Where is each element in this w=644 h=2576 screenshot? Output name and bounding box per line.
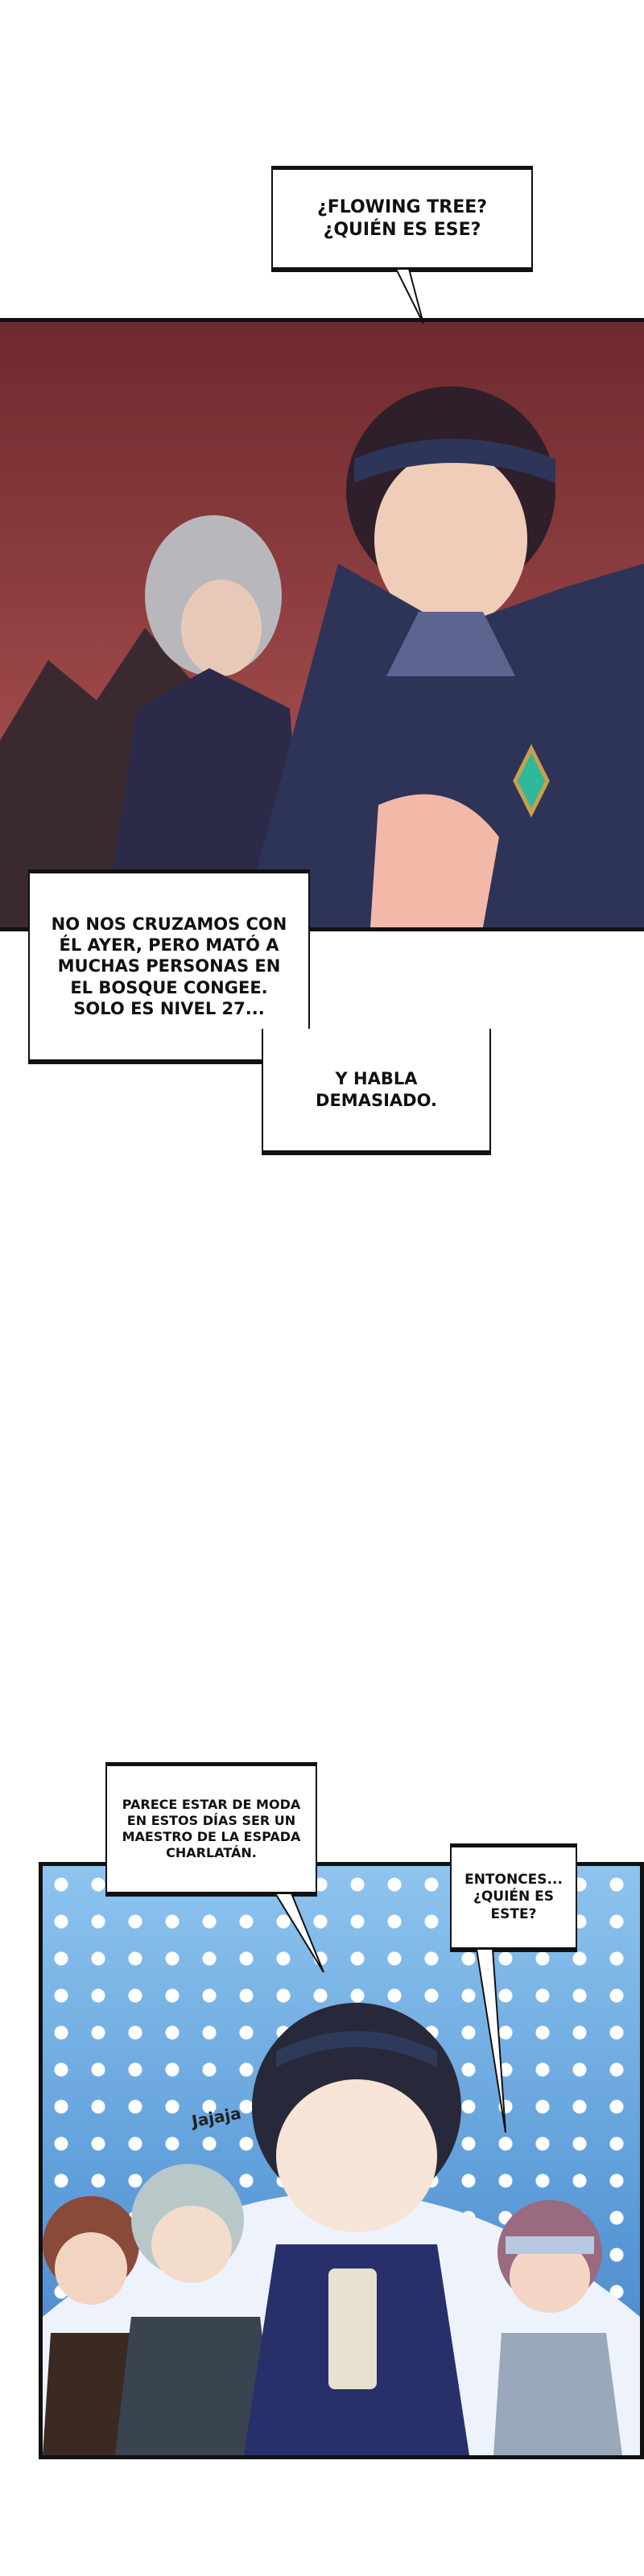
- speech-text: PARECE ESTAR DE MODA EN ESTOS DÍAS SER U…: [122, 1797, 301, 1860]
- speech-bubble-flowing-tree: ¿FLOWING TREE? ¿QUIÉN ES ESE?: [271, 166, 533, 272]
- green-gem-brooch: [513, 744, 550, 818]
- speech-bubble-charlatan: PARECE ESTAR DE MODA EN ESTOS DÍAS SER U…: [105, 1762, 317, 1897]
- chibi-headband-soldier: [493, 2200, 622, 2455]
- speech-tail: [475, 1949, 506, 2133]
- speech-text: ENTONCES... ¿QUIÉN ES ESTE?: [464, 1872, 563, 1922]
- speech-text: Y HABLA DEMASIADO.: [316, 1069, 437, 1110]
- collar: [386, 612, 515, 676]
- hand: [370, 794, 499, 927]
- panel-art: [0, 386, 644, 927]
- headband: [354, 439, 555, 483]
- dark-haired-character-face: [374, 451, 527, 628]
- speech-text: ¿FLOWING TREE? ¿QUIÉN ES ESE?: [316, 197, 488, 240]
- gray-haired-character-cloak: [105, 668, 306, 927]
- panel-art: [43, 2003, 640, 2455]
- chibi-gray-hair: [115, 2164, 276, 2455]
- speech-text: NO NOS CRUZAMOS CON ÉL AYER, PERO MATÓ A…: [51, 914, 287, 1018]
- gray-haired-character-face: [181, 580, 262, 676]
- chibi-main-character: [244, 2003, 469, 2455]
- chibi-woman: [43, 2196, 139, 2455]
- speech-bubble-level-27: NO NOS CRUZAMOS CON ÉL AYER, PERO MATÓ A…: [28, 869, 310, 1064]
- panel-chibi-group: Jajaja: [39, 1862, 644, 2459]
- speech-bubble-talks-too-much: Y HABLA DEMASIADO.: [262, 1029, 491, 1155]
- speech-bubble-who-is-this: ENTONCES... ¿QUIÉN ES ESTE?: [450, 1843, 577, 1952]
- speech-tail: [274, 1893, 324, 1973]
- panel-two-swordsmen: [0, 318, 644, 931]
- dark-haired-character-cloak: [242, 564, 644, 927]
- speech-tail: [394, 269, 424, 324]
